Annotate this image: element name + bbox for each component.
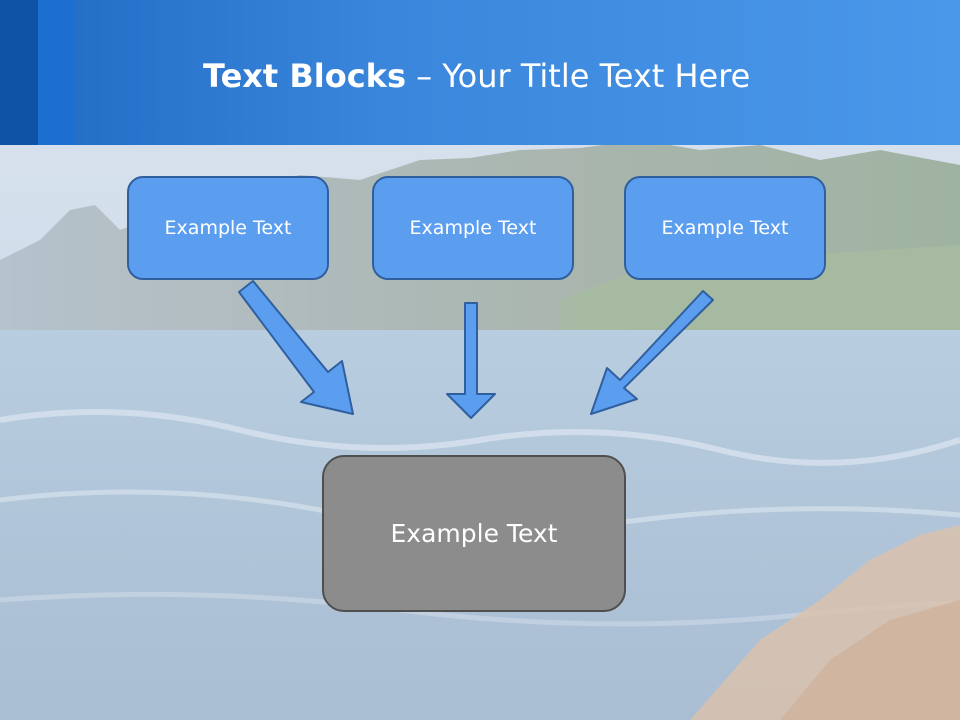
- text-block-2[interactable]: Example Text: [372, 176, 574, 280]
- title-bold: Text Blocks: [203, 57, 406, 95]
- target-text-block-label: Example Text: [390, 519, 558, 548]
- header-accent-strip: [38, 0, 75, 145]
- text-block-3[interactable]: Example Text: [624, 176, 826, 280]
- text-block-3-label: Example Text: [661, 217, 789, 239]
- arrow-left-diagonal[interactable]: [238, 280, 354, 415]
- title-dash: –: [406, 57, 443, 95]
- target-text-block[interactable]: Example Text: [322, 455, 626, 612]
- text-block-2-label: Example Text: [409, 217, 537, 239]
- header-accent-strip: [0, 0, 38, 145]
- arrow-center-down[interactable]: [446, 302, 496, 419]
- text-block-1-label: Example Text: [164, 217, 292, 239]
- title-rest: Your Title Text Here: [442, 57, 751, 95]
- title-bar: Text Blocks – Your Title Text Here: [0, 0, 960, 145]
- text-block-1[interactable]: Example Text: [127, 176, 329, 280]
- arrow-right-diagonal[interactable]: [590, 290, 714, 415]
- slide-title[interactable]: Text Blocks – Your Title Text Here: [203, 52, 750, 100]
